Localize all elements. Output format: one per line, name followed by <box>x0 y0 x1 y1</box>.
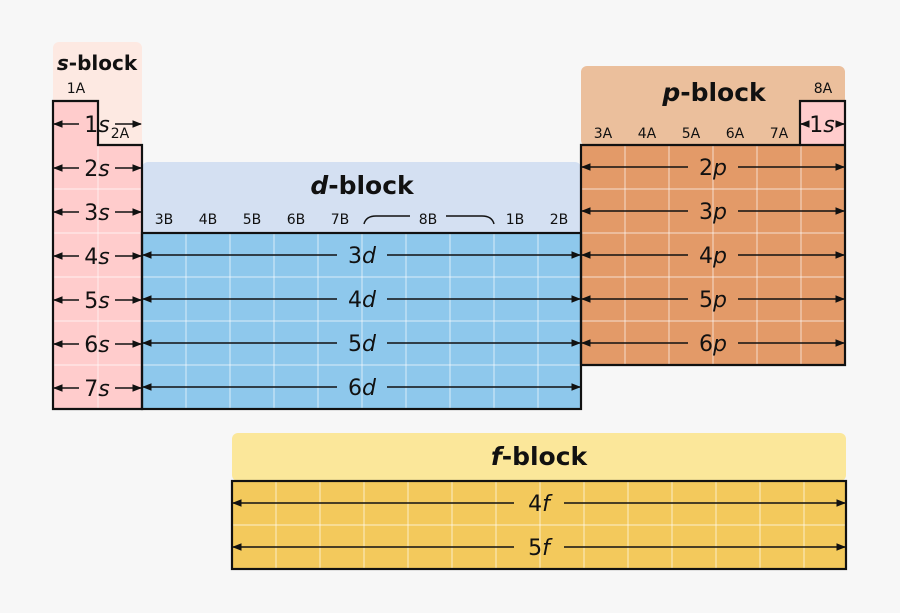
orbital-row-helium-1s-label: 1s <box>809 113 834 138</box>
f-block-header-bg <box>232 433 846 481</box>
orbital-row-6d: 6d <box>142 376 581 401</box>
f-block-outline <box>230 479 848 571</box>
orbital-row-5d: 5d <box>142 332 581 357</box>
orbital-row-7s-label: 7s <box>84 377 109 402</box>
f-block-title: f-block <box>491 442 589 471</box>
orbital-row-2p: 2p <box>581 156 845 181</box>
orbital-row-5d-label: 5d <box>348 332 377 357</box>
group-label-2A: 2A <box>111 126 130 142</box>
group-label-6A: 6A <box>726 126 745 142</box>
p-block-header-bg <box>581 66 845 146</box>
orbital-row-4d-label: 4d <box>348 288 377 313</box>
orbital-row-5p-label: 5p <box>699 288 727 313</box>
orbital-row-4f-label: 4f <box>528 492 553 517</box>
group-label-5B: 5B <box>243 212 262 228</box>
orbital-arrows: 1s 2s 3s 4s 5s 6s 7s 3d 4d 5d 6d 2p 3p 4p 5p 6p 1s 4f 5f <box>53 113 846 561</box>
orbital-row-6d-label: 6d <box>348 376 377 401</box>
orbital-row-3d-label: 3d <box>348 244 377 269</box>
orbital-row-5s: 5s <box>53 289 142 314</box>
orbital-row-1s-label: 1s <box>84 113 109 138</box>
s-block-title: s-block <box>57 51 138 75</box>
group-8B-bracket <box>363 215 495 225</box>
orbital-row-3d: 3d <box>142 244 581 269</box>
orbital-row-5p: 5p <box>581 288 845 313</box>
group-label-1A: 1A <box>67 81 86 97</box>
group-label-4B: 4B <box>199 212 218 228</box>
group-label-1B: 1B <box>506 212 525 228</box>
orbital-row-helium-1s: 1s <box>800 113 845 138</box>
orbital-row-6p: 6p <box>581 332 845 357</box>
orbital-row-3s-label: 3s <box>84 201 109 226</box>
group-label-3B: 3B <box>155 212 174 228</box>
orbital-row-2s-label: 2s <box>84 157 109 182</box>
orbital-row-4d: 4d <box>142 288 581 313</box>
group-label-6B: 6B <box>287 212 306 228</box>
orbital-row-5s-label: 5s <box>84 289 109 314</box>
group-label-2B: 2B <box>550 212 569 228</box>
orbital-row-7s: 7s <box>53 377 142 402</box>
orbital-row-6s: 6s <box>53 333 142 358</box>
d-block-title: d-block <box>310 171 415 200</box>
p-block-title: p-block <box>661 78 767 107</box>
group-label-5A: 5A <box>682 126 701 142</box>
orbital-row-3p-label: 3p <box>699 200 727 225</box>
orbital-row-5f: 5f <box>232 536 846 561</box>
group-label-3A: 3A <box>594 126 613 142</box>
group-label-8B: 8B <box>419 212 438 228</box>
orbital-row-3p: 3p <box>581 200 845 225</box>
orbital-row-4s: 4s <box>53 245 142 270</box>
orbital-row-4s-label: 4s <box>84 245 109 270</box>
orbital-row-5f-label: 5f <box>528 536 553 561</box>
orbital-row-3s: 3s <box>53 201 142 226</box>
group-label-8A: 8A <box>814 81 833 97</box>
orbital-row-2s: 2s <box>53 157 142 182</box>
orbital-row-4p-label: 4p <box>699 244 727 269</box>
orbital-row-4p: 4p <box>581 244 845 269</box>
orbital-row-6s-label: 6s <box>84 333 109 358</box>
orbital-row-2p-label: 2p <box>699 156 727 181</box>
orbital-row-4f: 4f <box>232 492 846 517</box>
group-label-4A: 4A <box>638 126 657 142</box>
group-label-7A: 7A <box>770 126 789 142</box>
s-block-outline <box>51 99 144 411</box>
orbital-row-6p-label: 6p <box>699 332 727 357</box>
group-label-7B: 7B <box>331 212 350 228</box>
orbital-row-1s: 1s <box>53 113 142 138</box>
